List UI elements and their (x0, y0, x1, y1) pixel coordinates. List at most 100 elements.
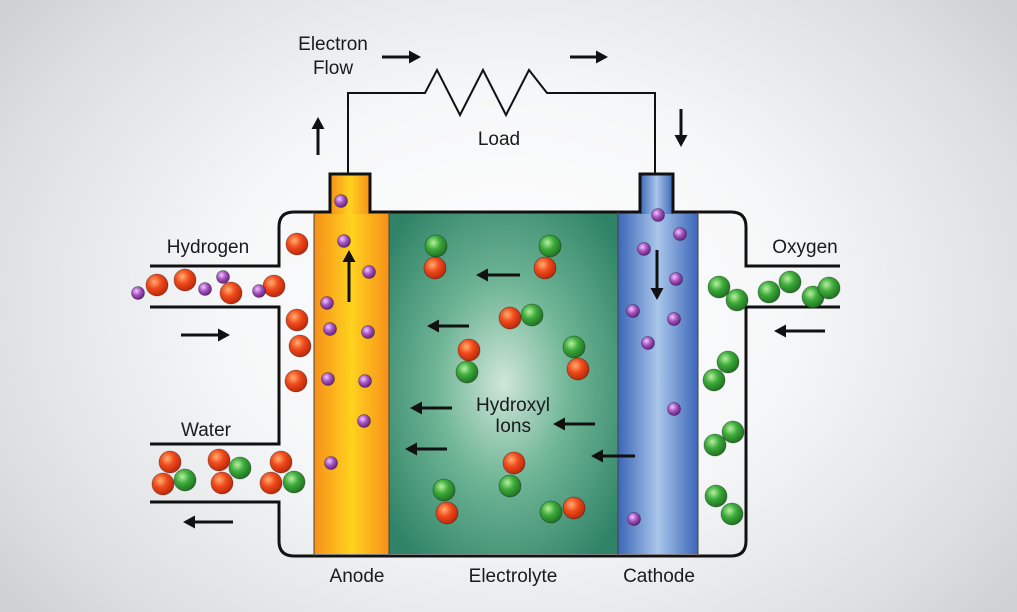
external-circuit-wire (347, 67, 656, 174)
anode-terminal (330, 174, 370, 214)
electron-dot (626, 304, 640, 318)
arrow-layer (181, 50, 825, 529)
left-arrow-icon (476, 268, 520, 282)
oxygen-atom (720, 502, 744, 526)
oxygen-atom (704, 484, 728, 508)
electrolyte-label: Electrolyte (469, 566, 558, 587)
oxygen-atom (520, 303, 544, 327)
down-arrow-icon (674, 109, 688, 147)
electron-dot (669, 272, 683, 286)
left-arrow-icon (591, 449, 635, 463)
up-arrow-icon (342, 250, 356, 302)
electron-dot (651, 208, 665, 222)
electron-dot (321, 372, 335, 386)
electron-dot (320, 296, 334, 310)
oxygen-atom (707, 275, 731, 299)
hydroxyl-ions-label-line1: Hydroxyl (476, 395, 550, 416)
right-arrow-icon (570, 50, 608, 64)
hydrogen-atom (158, 450, 182, 474)
hydrogen-atom (285, 308, 309, 332)
hydrogen-label: Hydrogen (167, 237, 249, 258)
oxygen-atom (721, 420, 745, 444)
oxygen-atom (538, 234, 562, 258)
electron-dot (667, 402, 681, 416)
left-arrow-icon (183, 515, 233, 529)
cell-outline (150, 172, 840, 558)
left-arrow-icon (774, 324, 825, 338)
right-arrow-icon (382, 50, 421, 64)
hydrogen-atom (285, 232, 309, 256)
hydrogen-atom (262, 274, 286, 298)
oxygen-atom (562, 335, 586, 359)
hydrogen-atom (151, 472, 175, 496)
oxygen-atom (716, 350, 740, 374)
hydrogen-atom (498, 306, 522, 330)
right-arrow-icon (181, 328, 230, 342)
particle-layer (131, 194, 841, 526)
up-arrow-icon (311, 117, 325, 155)
electron-dot (358, 374, 372, 388)
oxygen-atom (817, 276, 841, 300)
oxygen-atom (173, 468, 197, 492)
electron-dot (641, 336, 655, 350)
hydrogen-atom (533, 256, 557, 280)
oxygen-atom (424, 234, 448, 258)
load-label: Load (478, 129, 520, 150)
cathode-label: Cathode (623, 566, 695, 587)
oxygen-atom (778, 270, 802, 294)
electron-dot (361, 325, 375, 339)
hydrogen-atom (173, 268, 197, 292)
electron-dot (357, 414, 371, 428)
oxygen-atom (282, 470, 306, 494)
left-arrow-icon (553, 417, 595, 431)
hydrogen-atom (259, 471, 283, 495)
electron-dot (627, 512, 641, 526)
hydrogen-atom (207, 448, 231, 472)
oxygen-atom (498, 474, 522, 498)
left-arrow-icon (427, 319, 469, 333)
oxygen-atom (228, 456, 252, 480)
electron-flow-label-line2: Flow (313, 58, 353, 79)
oxygen-atom (702, 368, 726, 392)
hydrogen-atom (423, 256, 447, 280)
electron-dot (324, 456, 338, 470)
hydrogen-atom (219, 281, 243, 305)
hydrogen-atom (269, 450, 293, 474)
water-label: Water (181, 420, 232, 441)
electron-dot (362, 265, 376, 279)
hydrogen-atom (284, 369, 308, 393)
hydrogen-atom (210, 471, 234, 495)
electron-dot (673, 227, 687, 241)
oxygen-atom (539, 500, 563, 524)
left-arrow-icon (405, 442, 447, 456)
anode-label: Anode (330, 566, 385, 587)
oxygen-atom (455, 360, 479, 384)
electron-dot (334, 194, 348, 208)
electron-flow-label-line1: Electron (298, 34, 368, 55)
hydrogen-atom (435, 501, 459, 525)
hydrogen-atom (562, 496, 586, 520)
hydroxyl-ions-label-line2: Ions (495, 416, 531, 437)
hydrogen-atom (145, 273, 169, 297)
electron-dot (667, 312, 681, 326)
electron-dot (337, 234, 351, 248)
electron-dot (323, 322, 337, 336)
hydrogen-atom (288, 334, 312, 358)
electron-dot (637, 242, 651, 256)
hydrogen-atom (457, 338, 481, 362)
electron-dot (131, 286, 145, 300)
electron-dot (198, 282, 212, 296)
cathode-terminal (640, 174, 673, 214)
hydrogen-atom (566, 357, 590, 381)
oxygen-atom (432, 478, 456, 502)
left-arrow-icon (410, 401, 452, 415)
hydrogen-atom (502, 451, 526, 475)
electron-dot (252, 284, 266, 298)
oxygen-atom (757, 280, 781, 304)
down-arrow-icon (650, 250, 664, 300)
oxygen-atom (703, 433, 727, 457)
oxygen-atom (725, 288, 749, 312)
oxygen-label: Oxygen (772, 237, 837, 258)
